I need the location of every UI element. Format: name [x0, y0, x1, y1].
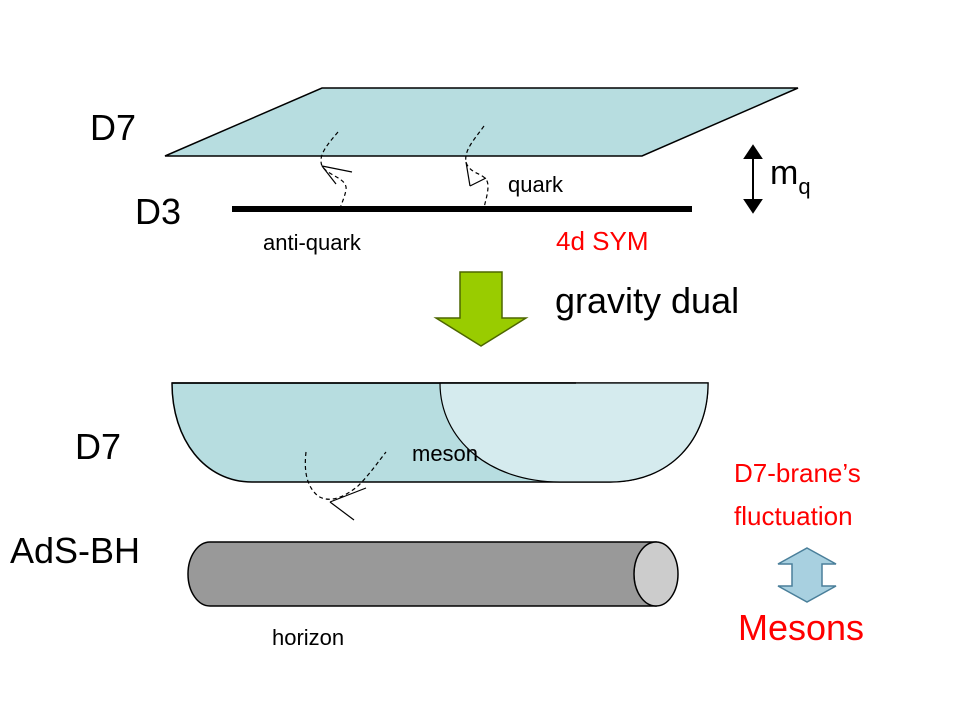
- horizon-cylinder: [187, 541, 679, 607]
- mass-symbol: mq: [770, 154, 811, 199]
- ads-bh-label: AdS-BH: [10, 530, 140, 571]
- gravity-dual-label: gravity dual: [555, 280, 739, 321]
- d3-label: D3: [135, 191, 181, 232]
- gravity-dual-arrow: [433, 271, 529, 347]
- meson-string: [304, 451, 387, 521]
- anti-quark-string: [320, 131, 353, 211]
- horizon-label: horizon: [272, 625, 344, 650]
- quark-label: quark: [508, 172, 564, 197]
- anti-quark-label: anti-quark: [263, 230, 362, 255]
- quark-string: [465, 125, 489, 211]
- top-d7-label: D7: [90, 107, 136, 148]
- d7-brane-bowl-highlight: [439, 382, 709, 483]
- equivalence-double-arrow: [777, 547, 837, 603]
- mass-double-arrow: [743, 144, 763, 214]
- meson-label: meson: [412, 441, 478, 466]
- fluctuation-label-line2: fluctuation: [734, 501, 853, 531]
- theory-label: 4d SYM: [556, 226, 649, 256]
- d7-brane-plane: [164, 87, 799, 157]
- fluctuation-label-line1: D7-brane’s: [734, 458, 861, 488]
- mesons-label: Mesons: [738, 607, 864, 648]
- bottom-d7-label: D7: [75, 426, 121, 467]
